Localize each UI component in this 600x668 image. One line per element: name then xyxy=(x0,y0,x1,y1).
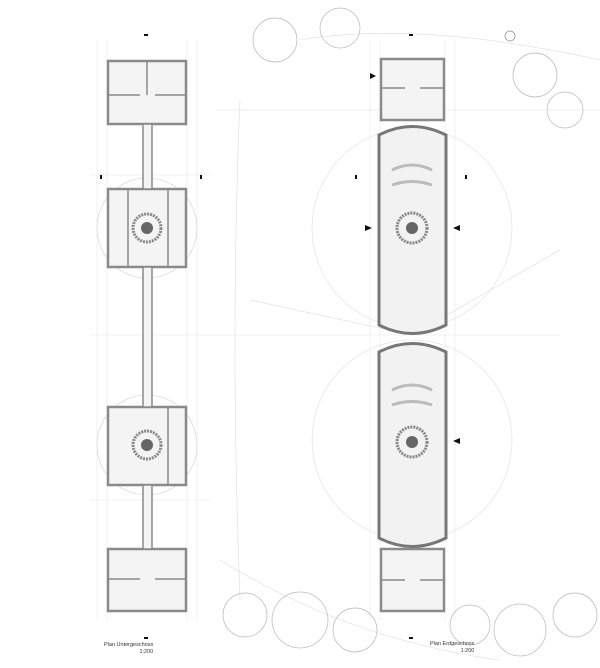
section-markers xyxy=(100,34,467,639)
plan-title-untergeschoss: Plan Untergeschoss 1:200 xyxy=(104,642,153,656)
plan-untergeschoss xyxy=(96,59,198,613)
plan-name: Plan Erdgeschoss xyxy=(430,641,475,647)
trees xyxy=(222,7,598,657)
entrance-arrows xyxy=(365,73,460,444)
plan-erdgeschoss xyxy=(365,57,460,613)
plan-scale: 1:200 xyxy=(460,648,475,654)
spiral-stair xyxy=(131,212,163,461)
plan-title-erdgeschoss: Plan Erdgeschoss 1:200 xyxy=(430,641,474,655)
grid-lines xyxy=(90,40,560,620)
spiral-stair xyxy=(395,211,429,459)
plan-scale: 1:200 xyxy=(139,649,154,655)
plan-name: Plan Untergeschoss xyxy=(104,642,154,648)
